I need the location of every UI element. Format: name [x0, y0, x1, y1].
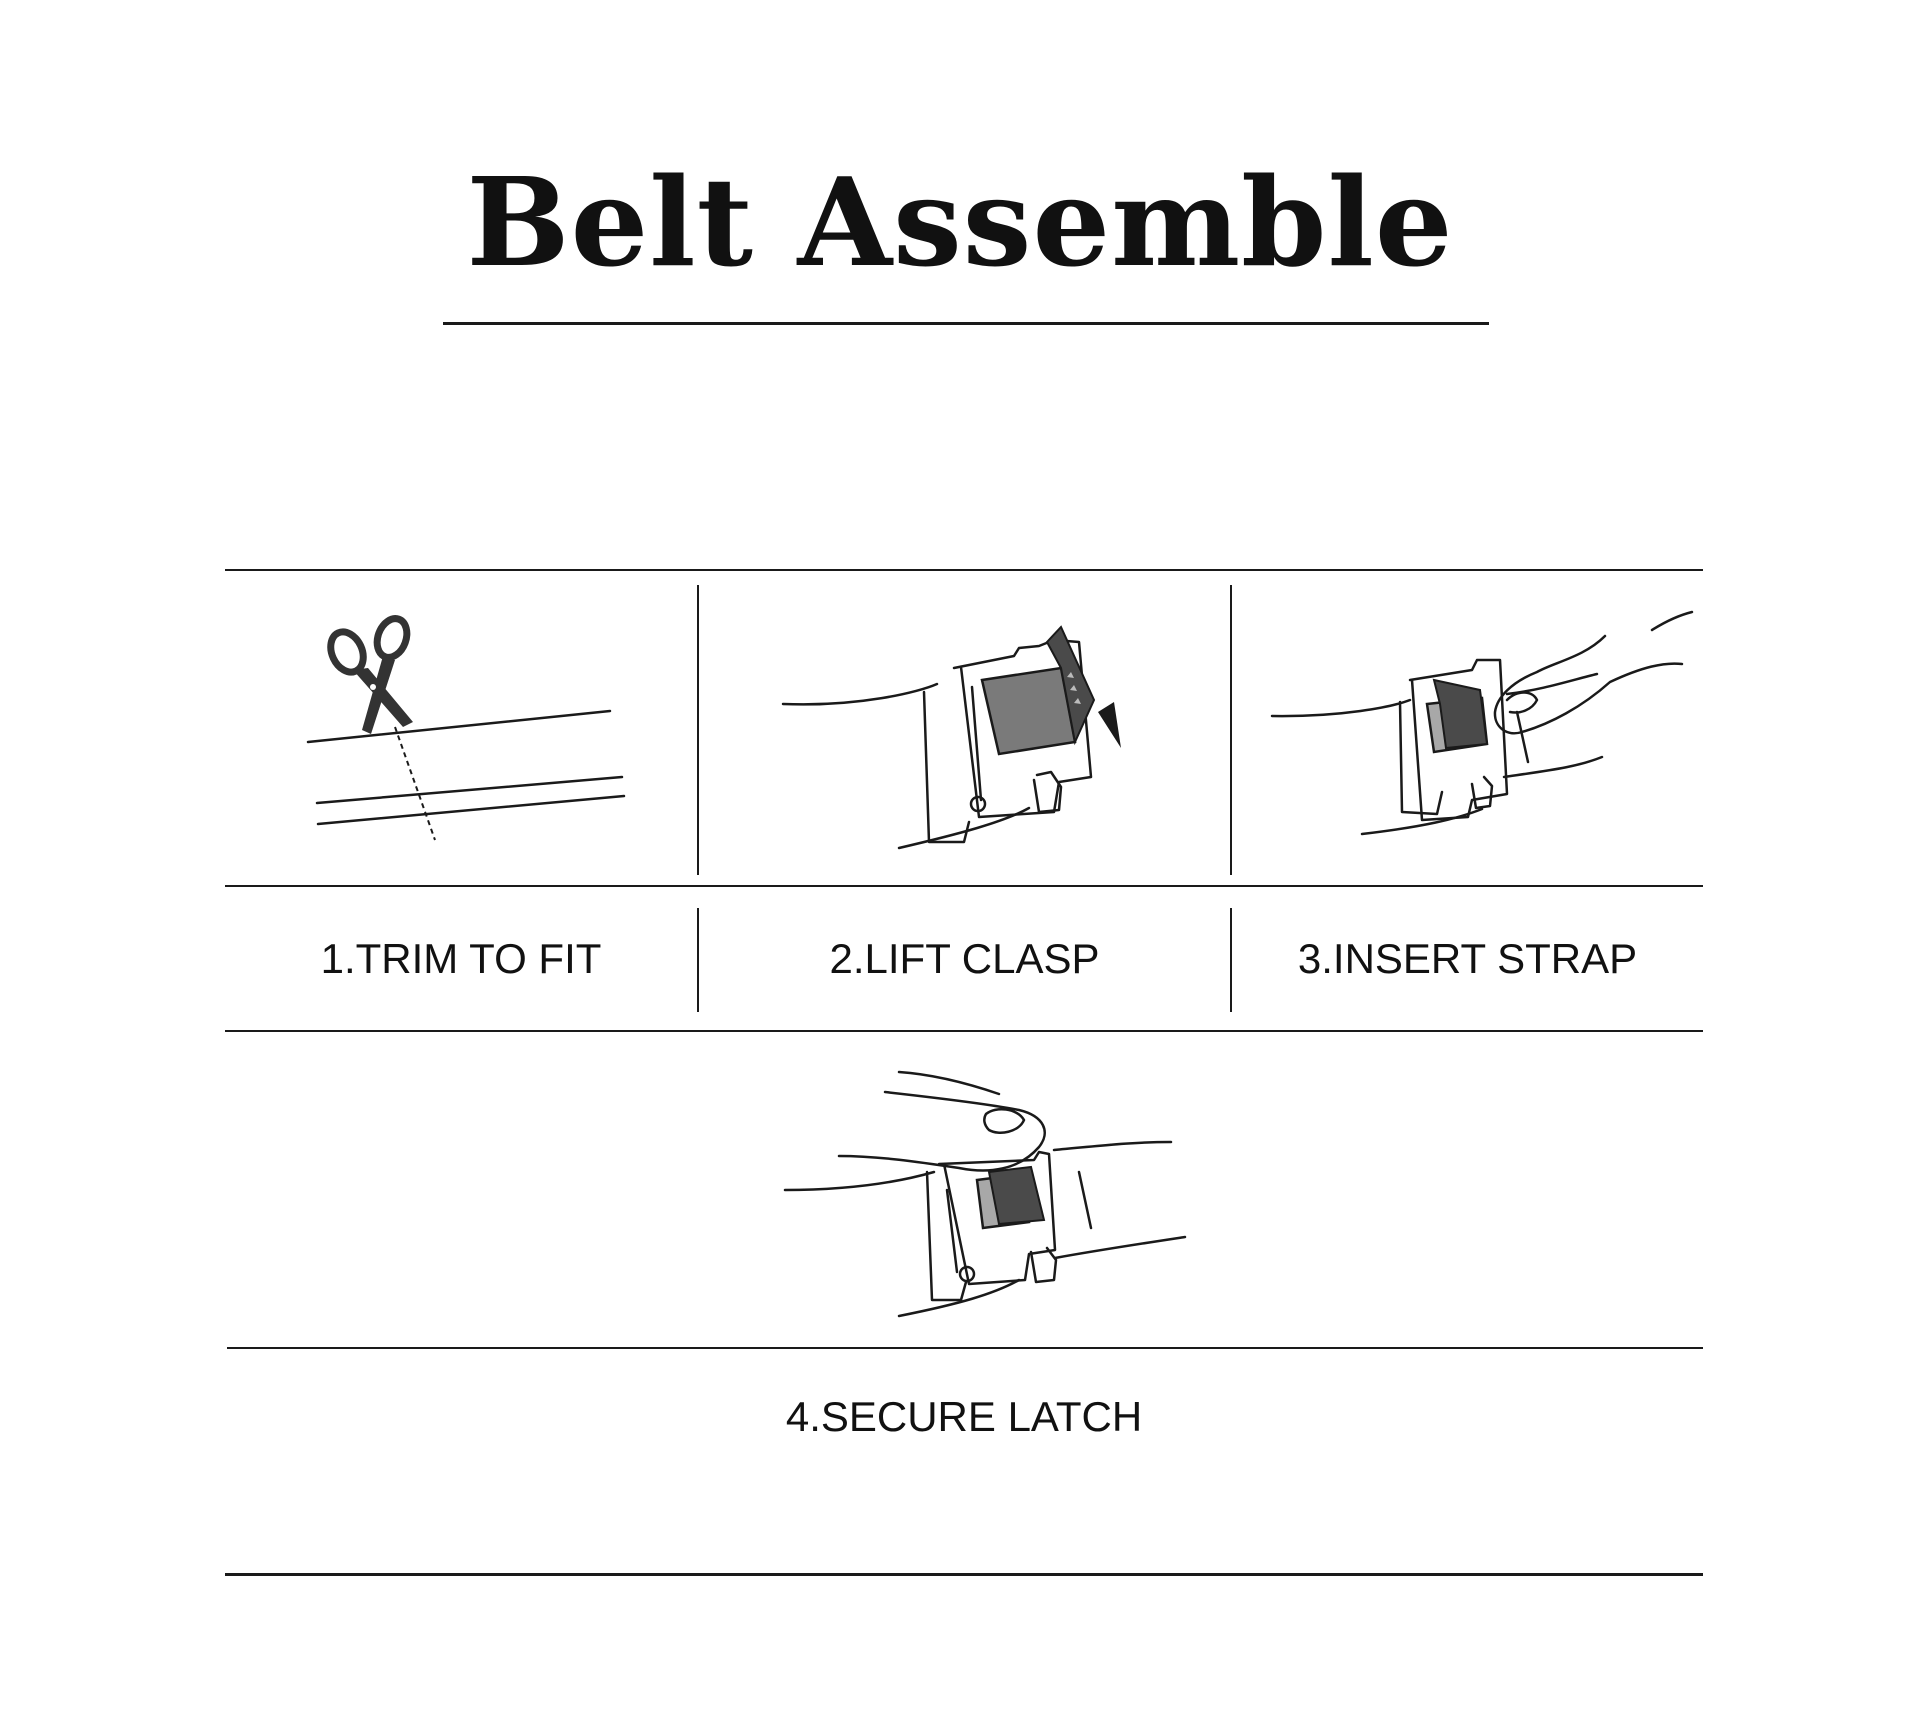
step-4-label: 4.SECURE LATCH: [785, 1393, 1143, 1440]
grid-line-labels-bottom: [225, 1030, 1703, 1032]
column-divider-2-labels: [1230, 908, 1232, 1012]
step-2-illustration: [781, 625, 1121, 850]
step-4-illustration: [783, 1070, 1187, 1318]
scissors-icon: [327, 615, 413, 734]
column-divider-1: [697, 585, 699, 875]
step-3-illustration: [1270, 610, 1694, 836]
step-2-label: 2.LIFT CLASP: [829, 935, 1100, 982]
page-title: Belt Assemble: [466, 150, 1454, 294]
finger-press-icon: [837, 1070, 1046, 1172]
column-divider-2: [1230, 585, 1232, 875]
buckle-lifted-icon: [980, 625, 1121, 756]
grid-line-step4-image-bottom: [227, 1347, 1703, 1349]
grid-line-top: [225, 569, 1703, 571]
step-3-label: 3.INSERT STRAP: [1297, 935, 1638, 982]
step-1-illustration: [306, 615, 626, 841]
column-divider-1-labels: [697, 908, 699, 1012]
finger-icon: [1493, 610, 1694, 735]
title-underline: [443, 322, 1489, 325]
step-1-label: 1.TRIM TO FIT: [320, 935, 602, 982]
buckle-press-icon: [975, 1165, 1046, 1230]
grid-line-images-bottom: [225, 885, 1703, 887]
buckle-insert-icon: [1425, 678, 1489, 754]
grid-line-bottom: [225, 1573, 1703, 1576]
